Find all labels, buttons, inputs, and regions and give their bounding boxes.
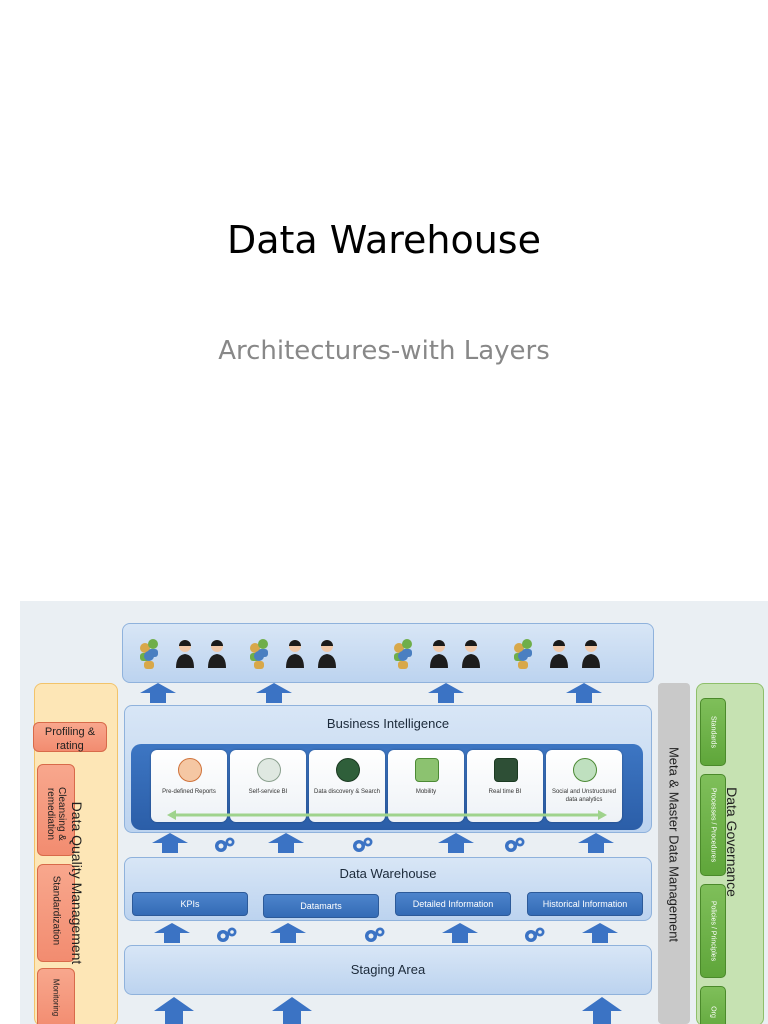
gears-icon — [365, 927, 385, 942]
bi-card-social: Social and Unstructured data analytics — [546, 750, 622, 822]
data-quality-panel: Profiling & rating Cleansing & remediati… — [33, 683, 118, 1024]
bi-card-mobility: Mobility — [388, 750, 464, 822]
businesswoman-icon — [286, 640, 304, 668]
users-icons — [140, 639, 600, 669]
architecture-diagram: Business Intelligence Pre-defined Report… — [20, 601, 768, 1024]
up-arrow-icon — [578, 833, 614, 853]
dg-item-label: Org — [709, 1006, 717, 1018]
monitor-icon — [257, 758, 281, 782]
meta-master-label: Meta & Master Data Management — [666, 746, 682, 943]
dg-item-standards: Standards — [700, 698, 726, 766]
businesswoman-icon — [430, 640, 448, 668]
dw-item-kpis: KPIs — [132, 892, 248, 916]
staging-area-label: Staging Area — [350, 962, 426, 977]
dg-item-processes-procedures: Processes / Procedures — [700, 774, 726, 876]
up-arrow-icon — [268, 833, 304, 853]
dg-item-org: Org — [700, 986, 726, 1024]
bi-card-predefined-reports: Pre-defined Reports — [151, 750, 227, 822]
double-arrow-icon — [167, 810, 607, 820]
businesswoman-icon — [176, 640, 194, 668]
dq-item-label: Standardization — [50, 875, 62, 946]
business-intelligence-band: Business Intelligence Pre-defined Report… — [124, 705, 652, 833]
up-arrow-icon — [438, 833, 474, 853]
staging-area-band: Staging Area — [124, 945, 652, 995]
dw-item-detailed-information: Detailed Information — [395, 892, 511, 916]
dq-item-profiling-rating: Profiling & rating — [33, 722, 107, 752]
dw-item-datamarts: Datamarts — [263, 894, 379, 918]
binoculars-icon — [336, 758, 360, 782]
bi-card-label: Pre-defined Reports — [162, 789, 216, 795]
up-arrow-icon — [428, 683, 464, 703]
up-arrow-icon — [582, 997, 622, 1024]
bi-card-label: Data discovery & Search — [313, 789, 381, 795]
bi-card-data-discovery: Data discovery & Search — [309, 750, 385, 822]
users-group-icon — [140, 639, 158, 669]
bi-card-label: Mobility — [415, 789, 437, 795]
gears-icon — [215, 837, 235, 852]
bi-card-label: Social and Unstructured data analytics — [551, 789, 617, 803]
up-arrow-icon — [272, 997, 312, 1024]
dq-item-label: Monitoring — [51, 978, 61, 1017]
bi-card-label: Real time BI — [488, 789, 522, 795]
business-intelligence-label: Business Intelligence — [326, 716, 450, 731]
bi-card-realtime: Real time BI — [467, 750, 543, 822]
data-quality-label: Data Quality Management — [69, 801, 85, 965]
users-group-icon — [250, 639, 268, 669]
gears-icon — [353, 837, 373, 852]
social-icon — [573, 758, 597, 782]
realtime-icon — [494, 758, 518, 782]
data-warehouse-label: Data Warehouse — [339, 866, 437, 881]
dq-item-monitoring: Monitoring — [37, 968, 75, 1024]
dw-item-historical-information: Historical Information — [527, 892, 643, 916]
businessman-icon — [318, 640, 336, 668]
dg-item-policies-principles: Policies / Principles — [700, 884, 726, 978]
dq-item-standardization: Standardization — [37, 864, 75, 962]
up-arrow-icon — [582, 923, 618, 943]
slide-title: Data Warehouse — [226, 218, 541, 262]
businesswoman-icon — [550, 640, 568, 668]
up-arrow-icon — [140, 683, 176, 703]
dq-item-label: Cleansing & remediation — [45, 787, 67, 841]
dg-item-label: Processes / Procedures — [709, 787, 717, 863]
up-arrow-icon — [442, 923, 478, 943]
bi-card-label: Self-service BI — [248, 789, 288, 795]
gears-icon — [525, 927, 545, 942]
dg-item-label: Policies / Principles — [709, 900, 717, 962]
gears-icon — [505, 837, 525, 852]
gears-icon — [217, 927, 237, 942]
bi-card-self-service: Self-service BI — [230, 750, 306, 822]
mobile-device-icon — [415, 758, 439, 782]
meta-master-panel: Meta & Master Data Management — [658, 683, 690, 1024]
up-arrow-icon — [154, 997, 194, 1024]
up-arrow-icon — [256, 683, 292, 703]
up-arrow-icon — [566, 683, 602, 703]
bi-tools-bar: Pre-defined Reports Self-service BI Data… — [131, 744, 643, 830]
data-governance-panel: Standards Processes / Procedures Policie… — [696, 683, 764, 1024]
dq-item-cleansing-remediation: Cleansing & remediation — [37, 764, 75, 856]
up-arrow-icon — [154, 923, 190, 943]
users-band — [122, 623, 654, 683]
users-group-icon — [514, 639, 532, 669]
businessman-icon — [208, 640, 226, 668]
businessman-icon — [462, 640, 480, 668]
dg-item-label: Standards — [709, 716, 717, 748]
users-group-icon — [394, 639, 412, 669]
businessman-icon — [582, 640, 600, 668]
up-arrow-icon — [270, 923, 306, 943]
up-arrow-icon — [152, 833, 188, 853]
slide-subtitle: Architectures-with Layers — [218, 336, 550, 366]
report-icon — [178, 758, 202, 782]
data-governance-label: Data Governance — [724, 787, 740, 897]
